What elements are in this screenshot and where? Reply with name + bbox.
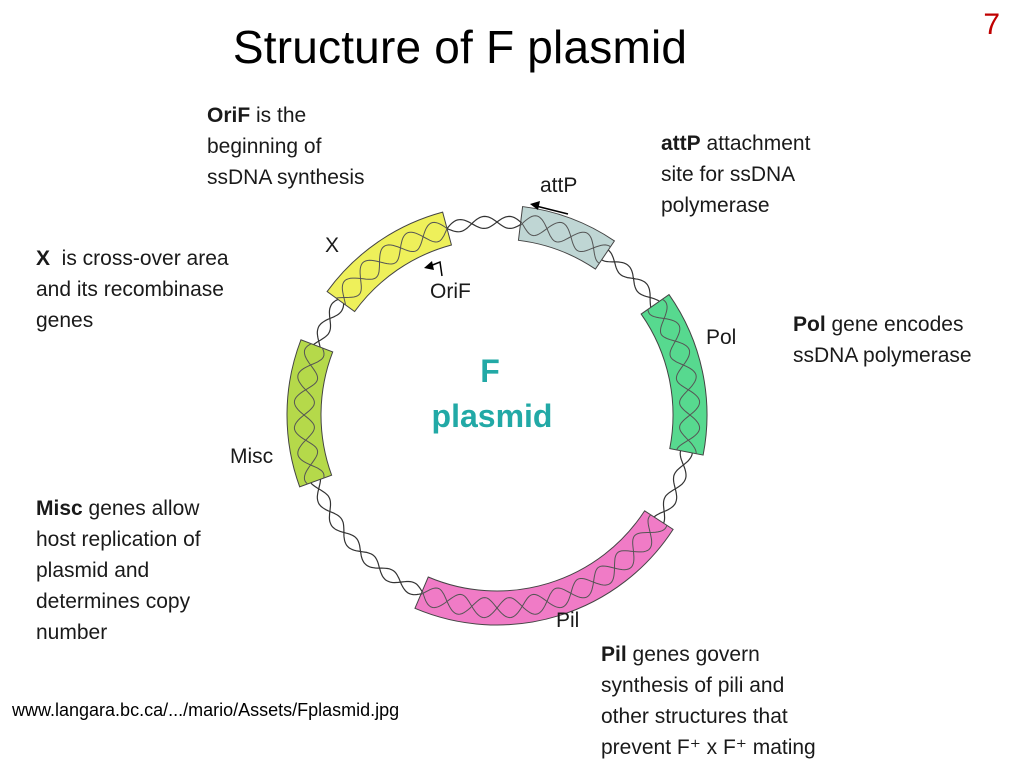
segment-misc-helix bbox=[293, 343, 325, 479]
pil-term: Pil bbox=[601, 643, 627, 666]
segment-x-helix-2 bbox=[341, 221, 448, 306]
x-description: X is cross-over area and its recombinase… bbox=[36, 247, 229, 332]
segment-misc-helix-2 bbox=[293, 347, 325, 485]
pol-term: Pol bbox=[793, 313, 826, 336]
center-title-line2: plasmid bbox=[432, 398, 553, 434]
segment-pil-helix bbox=[421, 525, 668, 619]
orif-term: OriF bbox=[207, 104, 251, 127]
gene-segments bbox=[286, 206, 708, 626]
attp-label: attP bbox=[540, 174, 577, 197]
segment-x bbox=[326, 211, 453, 313]
misc-term: Misc bbox=[36, 497, 83, 520]
orif-description: OriF is the beginning of ssDNA synthesis bbox=[207, 104, 365, 189]
attp-description: attP attachment site for ssDNA polymeras… bbox=[661, 132, 811, 217]
pil-label: Pil bbox=[556, 609, 579, 632]
attp-term: attP bbox=[661, 132, 701, 155]
misc-description: Misc genes allow host replication of pla… bbox=[36, 497, 201, 644]
center-title-line1: F bbox=[480, 353, 500, 389]
pil-description: Pil genes govern synthesis of pili and o… bbox=[601, 643, 816, 759]
segment-pol-helix bbox=[647, 309, 701, 451]
slide-number: 7 bbox=[983, 8, 1000, 41]
attp-direction-arrow bbox=[530, 201, 569, 215]
orif-direction-arrow bbox=[424, 260, 443, 277]
segment-pol-helix-2 bbox=[660, 298, 701, 454]
source-url: www.langara.bc.ca/.../mario/Assets/Fplas… bbox=[12, 700, 400, 720]
segment-attp-helix-2 bbox=[519, 215, 600, 264]
misc-label: Misc bbox=[230, 445, 273, 468]
segment-x-helix bbox=[336, 228, 448, 299]
slide-title: Structure of F plasmid bbox=[232, 21, 688, 73]
pol-label: Pol bbox=[706, 326, 736, 349]
x-term: X bbox=[36, 247, 51, 270]
segment-pil bbox=[414, 510, 674, 626]
segment-pil-helix-2 bbox=[420, 514, 653, 619]
segment-attp-helix bbox=[520, 221, 611, 252]
segment-pol bbox=[640, 293, 708, 456]
pol-description: Pol gene encodes ssDNA polymerase bbox=[793, 313, 972, 367]
segment-attp bbox=[517, 206, 616, 270]
orif-label: OriF bbox=[430, 280, 471, 303]
x-label: X bbox=[325, 234, 339, 257]
